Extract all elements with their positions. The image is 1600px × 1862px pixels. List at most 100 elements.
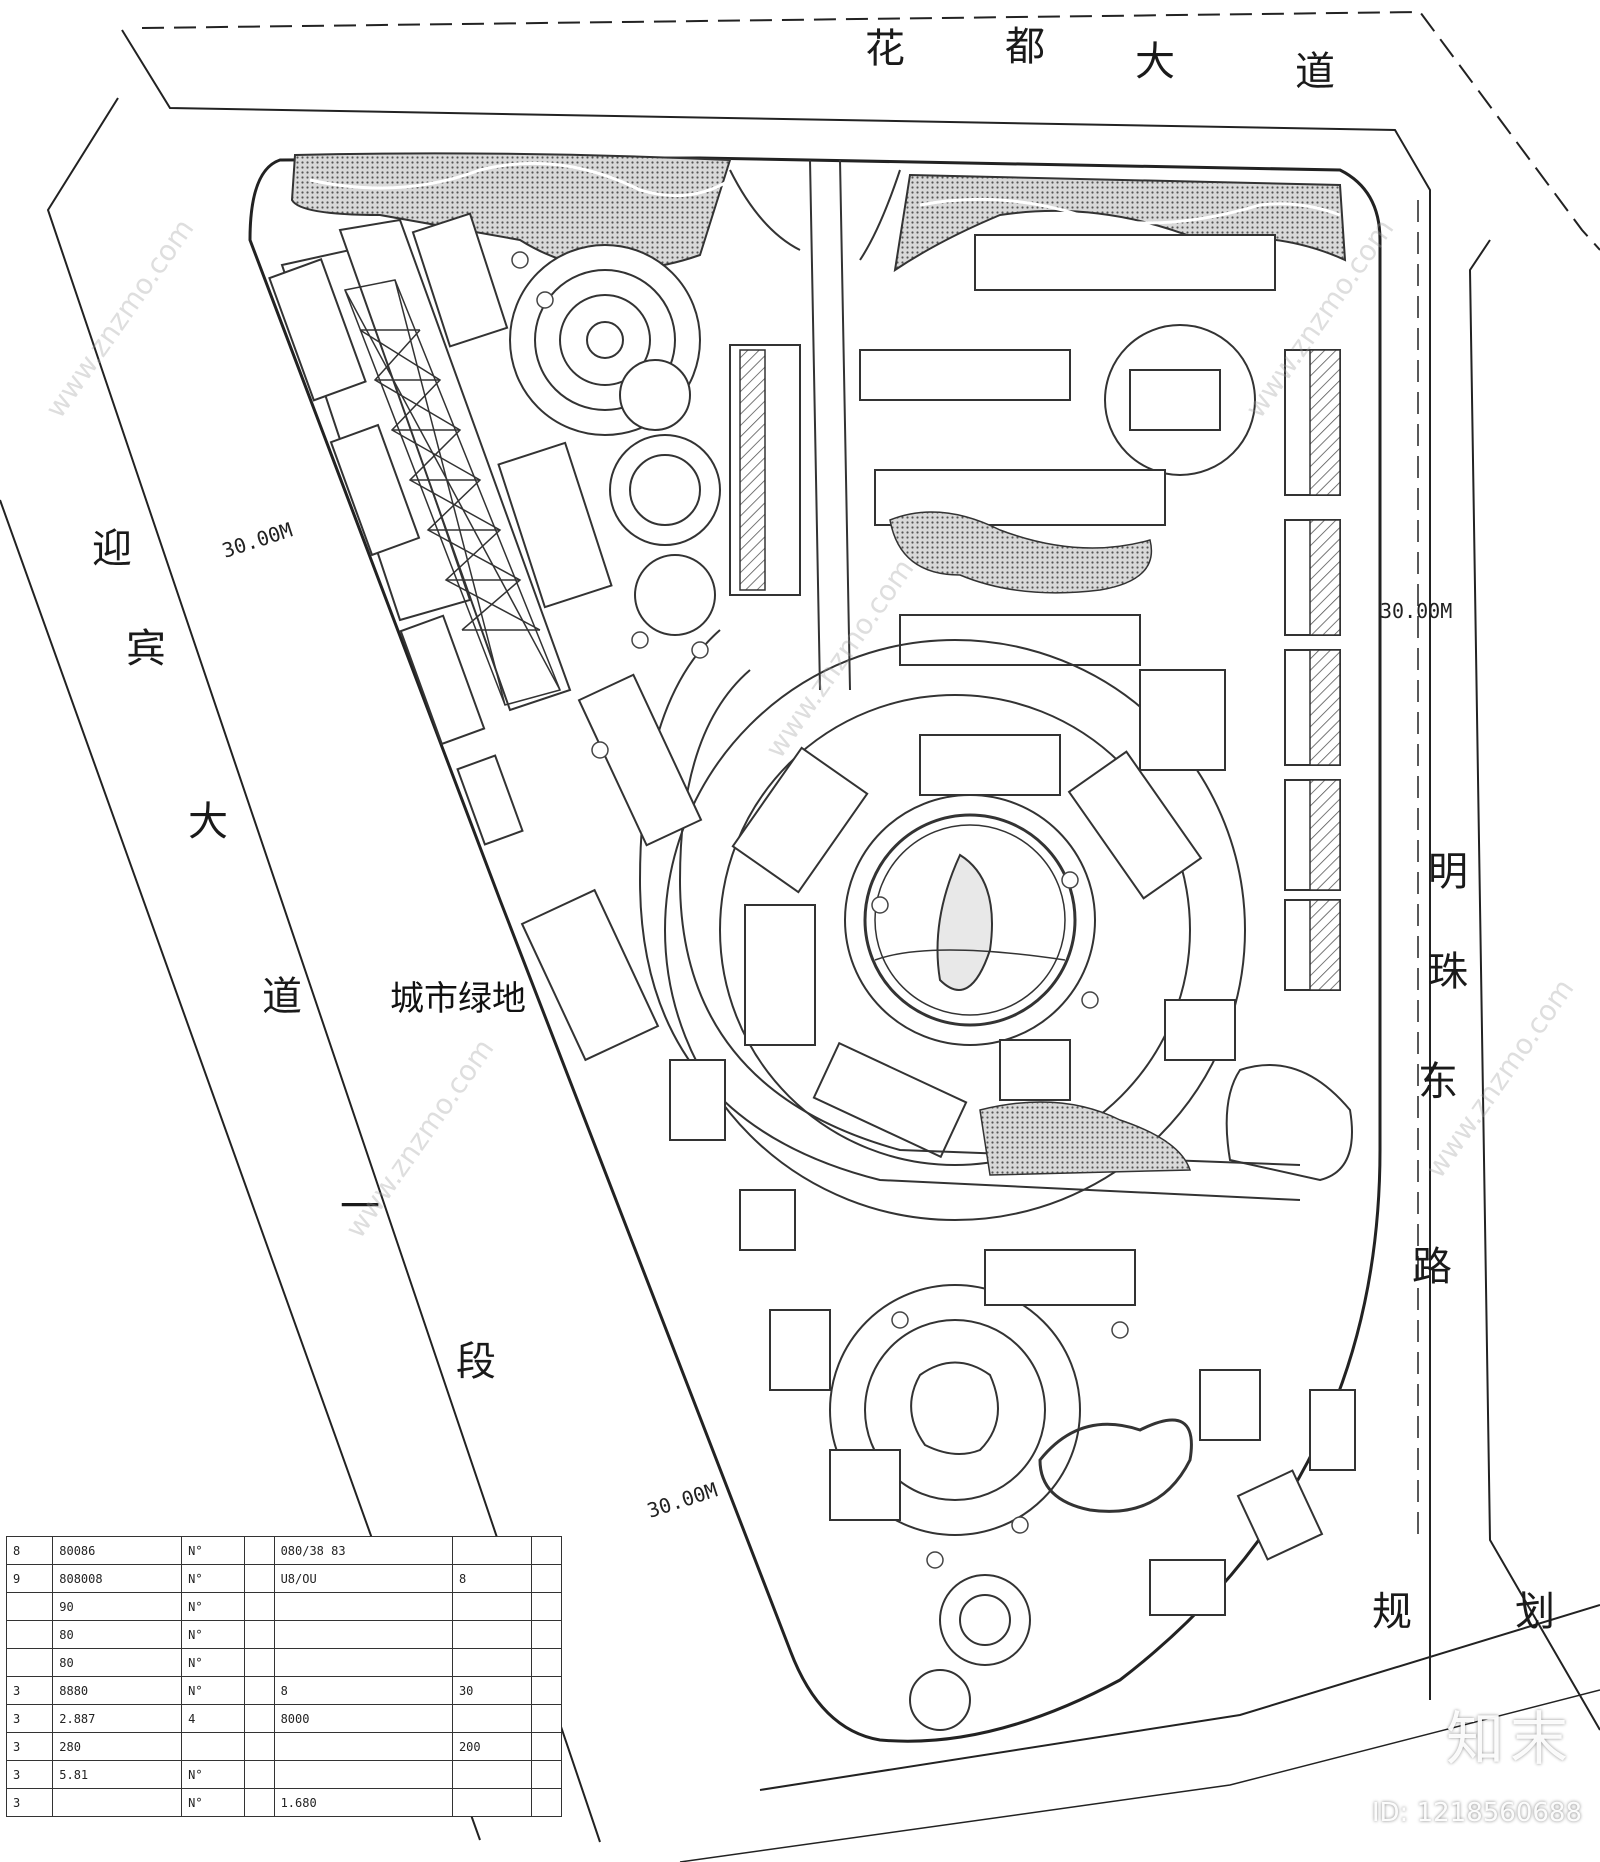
east-building-column [1284, 349, 1341, 991]
table-cell [531, 1788, 562, 1817]
table-cell: 3 [5, 1760, 54, 1789]
table-cell [243, 1592, 275, 1621]
road-name-southeast: 规 划 [1372, 1589, 1555, 1635]
table-cell: 8880 [52, 1676, 183, 1705]
road-southeast-char-2: 划 [1515, 1589, 1555, 1635]
ring-road [638, 629, 1301, 1201]
table-cell [531, 1592, 562, 1621]
table-cell [451, 1760, 533, 1789]
table-cell: 80086 [52, 1536, 183, 1565]
road-east-char-4: 路 [1412, 1244, 1452, 1290]
table-cell: 4 [181, 1704, 245, 1733]
table-cell [451, 1704, 533, 1733]
table-cell: 2.887 [52, 1704, 183, 1733]
table-cell: 5.81 [52, 1760, 183, 1789]
table-cell: 280 [52, 1732, 183, 1761]
table-cell [243, 1564, 275, 1593]
main-entrance-road [809, 159, 851, 691]
road-west-char-3: 大 [188, 799, 228, 845]
table-cell [243, 1620, 275, 1649]
table-cell: 3 [5, 1676, 54, 1705]
road-west-char-5: 一 [340, 1184, 380, 1230]
road-edge-east-outer [1468, 239, 1600, 1731]
road-east-char-2: 珠 [1428, 949, 1468, 995]
road-north-char-2: 都 [1005, 24, 1045, 70]
table-cell [273, 1760, 453, 1789]
road-west-char-2: 宾 [126, 626, 166, 672]
image-id-watermark: ID: 1218560688 [1371, 1798, 1582, 1828]
table-cell [273, 1648, 453, 1677]
watermark-text: www.znzmo.com www.znzmo.com www.znzmo.co… [39, 213, 1581, 1244]
road-west-char-1: 迎 [92, 526, 132, 572]
west-building-strip [268, 218, 572, 846]
table-cell [451, 1648, 533, 1677]
brand-watermark: 知末 [1445, 1705, 1574, 1773]
table-cell: N° [181, 1676, 245, 1705]
table-cell: U8/OU [273, 1564, 453, 1593]
table-cell [531, 1704, 562, 1733]
table-cell: N° [181, 1788, 245, 1817]
table-cell [273, 1592, 453, 1621]
table-cell: N° [181, 1620, 245, 1649]
road-edge-south-outer [679, 1689, 1600, 1862]
dimension-south: 30.00M [644, 1478, 720, 1523]
table-cell: 80 [52, 1620, 183, 1649]
watermark-1: www.znzmo.com [39, 213, 201, 424]
table-cell [451, 1536, 533, 1565]
table-cell [181, 1732, 245, 1761]
table-cell: 80 [52, 1648, 183, 1677]
table-cell [243, 1536, 275, 1565]
table-cell: 9 [5, 1564, 54, 1593]
green-space-label: 城市绿地 [390, 979, 526, 1019]
table-cell: 8 [273, 1676, 453, 1705]
table-cell: 808008 [52, 1564, 183, 1593]
site-boundary [248, 156, 1382, 1743]
north-west-building-cluster [411, 212, 801, 636]
table-cell [451, 1788, 533, 1817]
table-cell [531, 1732, 562, 1761]
table-cell: 080/38 83 [273, 1536, 453, 1565]
table-cell: 3 [5, 1732, 54, 1761]
table-cell: 8000 [273, 1704, 453, 1733]
road-name-west: 迎 宾 大 道 一 段 [92, 526, 496, 1385]
table-cell: 8 [451, 1564, 533, 1593]
table-cell [531, 1536, 562, 1565]
garden-strips [889, 511, 1353, 1513]
dimension-east: 30.00M [1380, 599, 1452, 623]
table-cell: 200 [451, 1732, 533, 1761]
road-name-east: 明 珠 东 路 [1412, 849, 1468, 1290]
table-cell [243, 1704, 275, 1733]
road-north-char-1: 花 [865, 26, 905, 72]
west-mid-buildings [520, 673, 796, 1251]
table-cell [5, 1592, 54, 1621]
road-north-char-3: 大 [1135, 39, 1175, 85]
table-cell [243, 1732, 275, 1761]
road-north-char-4: 道 [1295, 49, 1335, 95]
road-east-char-3: 东 [1418, 1059, 1458, 1105]
table-cell: 90 [52, 1592, 183, 1621]
table-cell [531, 1648, 562, 1677]
road-west-char-4: 道 [262, 974, 302, 1020]
road-name-north: 花 都 大 道 [865, 24, 1335, 95]
table-cell [531, 1676, 562, 1705]
tree-symbols [511, 251, 1129, 1569]
table-cell: 3 [5, 1788, 54, 1817]
table-cell: 3 [5, 1704, 54, 1733]
table-cell [531, 1760, 562, 1789]
table-cell: 8 [5, 1536, 54, 1565]
road-southeast-char-1: 规 [1372, 1589, 1412, 1635]
table-cell [243, 1648, 275, 1677]
table-cell: N° [181, 1592, 245, 1621]
table-cell: N° [181, 1536, 245, 1565]
table-cell [243, 1788, 275, 1817]
table-cell: 30 [451, 1676, 533, 1705]
